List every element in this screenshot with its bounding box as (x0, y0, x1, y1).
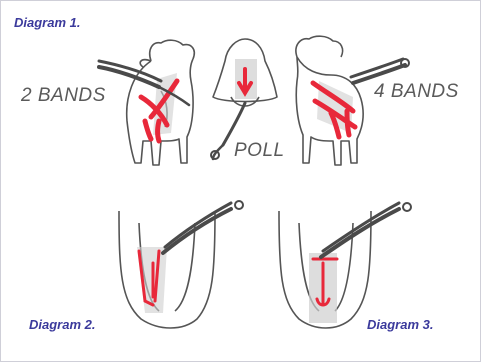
caption-diagram-1: Diagram 1. (14, 15, 80, 30)
applicator-tool-right (351, 59, 409, 83)
caption-diagram-2: Diagram 2. (29, 317, 95, 332)
udder-diagram-2 (119, 211, 215, 328)
caption-diagram-3: Diagram 3. (367, 317, 433, 332)
label-two-bands: 2 BANDS (21, 85, 106, 107)
applicator-tool-2 (163, 201, 243, 253)
applicator-tool-3 (321, 203, 411, 257)
label-four-bands: 4 BANDS (374, 81, 459, 103)
label-poll: POLL (234, 140, 285, 162)
